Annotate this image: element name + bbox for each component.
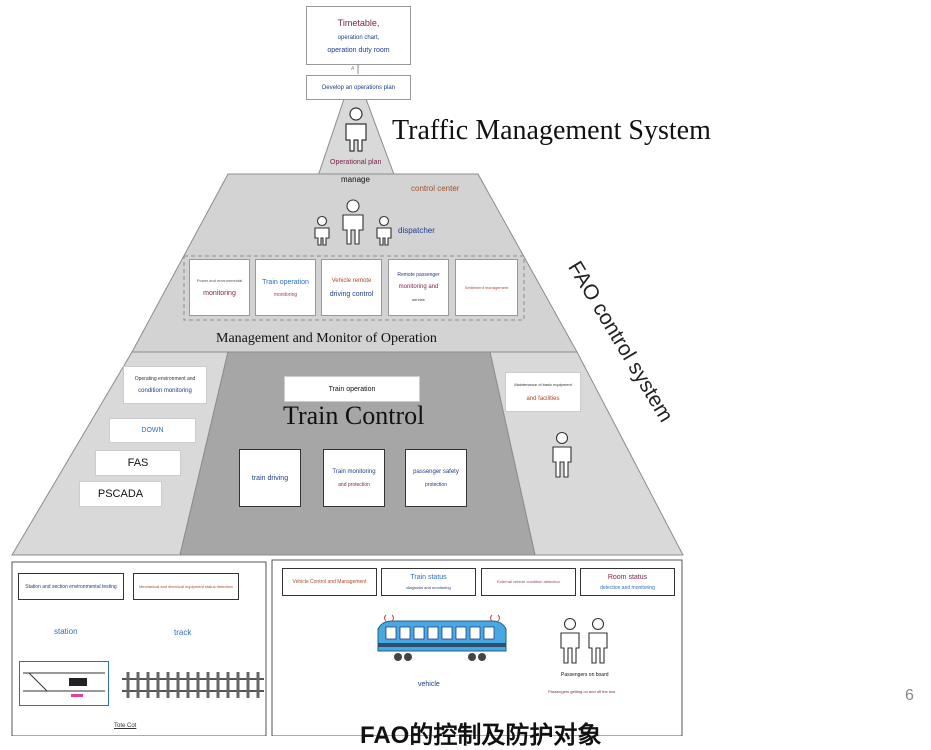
train-operation-box: Train operation	[284, 376, 420, 402]
train-operation-line2: monitoring	[273, 291, 298, 298]
dispatcher-group-icon	[314, 199, 392, 246]
settlement-management-box: Settlement management	[455, 259, 518, 316]
vehicle-remote-driving-box: Vehicle remote driving control	[321, 259, 382, 316]
remote-passenger-box: Remote passenger monitoring and service	[388, 259, 449, 316]
passenger-safety-protection-box: passenger safety protection	[405, 449, 467, 507]
vehicle-remote-line1: Vehicle remote	[331, 277, 372, 284]
maintenance-line1: Maintenance of basic equipment	[514, 382, 572, 387]
vehicle-remote-line2: driving control	[329, 290, 374, 298]
train-status-box: Train status diagnosis and monitoring	[381, 568, 476, 596]
maintenance-line2: and facilities	[526, 396, 560, 402]
control-center-label: control center	[411, 184, 460, 193]
train-operation-line1: Train operation	[262, 278, 309, 286]
timetable-label: Timetable,	[337, 17, 380, 28]
passengers-on-board-label: Passengers on board	[561, 672, 609, 678]
operator-person-icon	[345, 107, 367, 152]
timetable-box: Timetable, operation chart, operation du…	[306, 6, 411, 65]
vehicle-control-management-box: Vehicle Control and Management	[282, 568, 377, 596]
bottom-left-caption: Tote Cot	[114, 723, 137, 729]
develop-plan-box: Develop an operations plan	[306, 75, 411, 100]
train-vehicle-icon	[377, 614, 507, 661]
passengers-icon	[560, 617, 608, 664]
train-monitoring-line2: and protection	[338, 481, 370, 488]
room-status-line2: detection and monitoring	[600, 585, 655, 591]
vehicle-control-management-label: Vehicle Control and Management	[292, 579, 367, 585]
env-condition-line2: condition monitoring	[138, 388, 192, 394]
settlement-line1: Settlement management	[464, 284, 509, 290]
train-monitoring-protection-box: Train monitoring and protection	[323, 449, 385, 507]
train-operation-monitoring-box: Train operation monitoring	[255, 259, 316, 316]
external-vehicle-detection-label: External vehicle condition detection	[497, 579, 560, 584]
station-env-testing-label: Station and section environmental testin…	[25, 583, 117, 590]
operational-plan-label: Operational plan	[330, 159, 382, 166]
mech-elec-detection-label: Mechanical and electrical equipment stat…	[139, 583, 233, 589]
mech-elec-detection-box: Mechanical and electrical equipment stat…	[133, 573, 239, 600]
pscada-label: PSCADA	[97, 488, 144, 500]
track-label: track	[174, 628, 192, 637]
room-status-box: Room status detection and monitoring	[580, 568, 675, 596]
passengers-getting-label: Passengers getting on and off the bus	[548, 689, 616, 694]
env-condition-line1: Operating environment and	[134, 376, 196, 382]
manage-label: manage	[341, 175, 370, 184]
train-control-title: Train Control	[283, 401, 425, 430]
train-driving-box: train driving	[239, 449, 301, 507]
env-condition-monitoring-box: Operating environment and condition moni…	[123, 366, 207, 404]
operation-chart-label: operation chart,	[337, 34, 380, 41]
power-environment-line2: monitoring	[203, 289, 236, 297]
vehicle-label: vehicle	[418, 681, 440, 688]
train-monitoring-line1: Train monitoring	[332, 468, 376, 475]
power-environment-monitoring-box: Power and environmental monitoring	[189, 259, 250, 316]
passenger-safety-line2: protection	[425, 481, 447, 488]
maintenance-person-icon	[552, 431, 572, 478]
passenger-safety-line1: passenger safety	[413, 468, 459, 475]
remote-passenger-line2: monitoring and	[398, 284, 439, 290]
develop-plan-label: Develop an operations plan	[321, 84, 396, 91]
track-rail-icon	[122, 672, 264, 698]
arrow-label: A	[351, 66, 355, 72]
pscada-box: PSCADA	[79, 481, 162, 507]
monitor-group-frame	[183, 255, 525, 321]
dispatcher-label: dispatcher	[398, 226, 435, 235]
down-label: DOWN	[141, 427, 164, 434]
down-box: DOWN	[109, 418, 196, 443]
remote-passenger-line1: Remote passenger	[397, 272, 440, 278]
operation-duty-room-label: operation duty room	[327, 46, 390, 54]
maintenance-box: Maintenance of basic equipment and facil…	[505, 372, 581, 412]
external-vehicle-detection-box: External vehicle condition detection	[481, 568, 576, 596]
page-number: 6	[905, 687, 914, 704]
fas-label: FAS	[127, 457, 149, 469]
bottom-title: FAO的控制及防护对象	[360, 722, 602, 749]
train-driving-label: train driving	[251, 474, 289, 482]
train-operation-label: Train operation	[328, 385, 376, 393]
train-status-line1: Train status	[410, 574, 447, 581]
train-status-line2: diagnosis and monitoring	[406, 585, 451, 590]
fas-box: FAS	[95, 450, 181, 476]
station-label: station	[54, 627, 78, 636]
remote-passenger-line3: service	[412, 297, 425, 302]
room-status-line1: Room status	[607, 574, 648, 581]
station-schematic-icon	[19, 661, 109, 706]
station-env-testing-box: Station and section environmental testin…	[18, 573, 124, 600]
mmo-title: Management and Monitor of Operation	[216, 331, 437, 346]
traffic-management-title: Traffic Management System	[392, 115, 711, 146]
power-environment-line1: Power and environmental	[196, 277, 243, 283]
